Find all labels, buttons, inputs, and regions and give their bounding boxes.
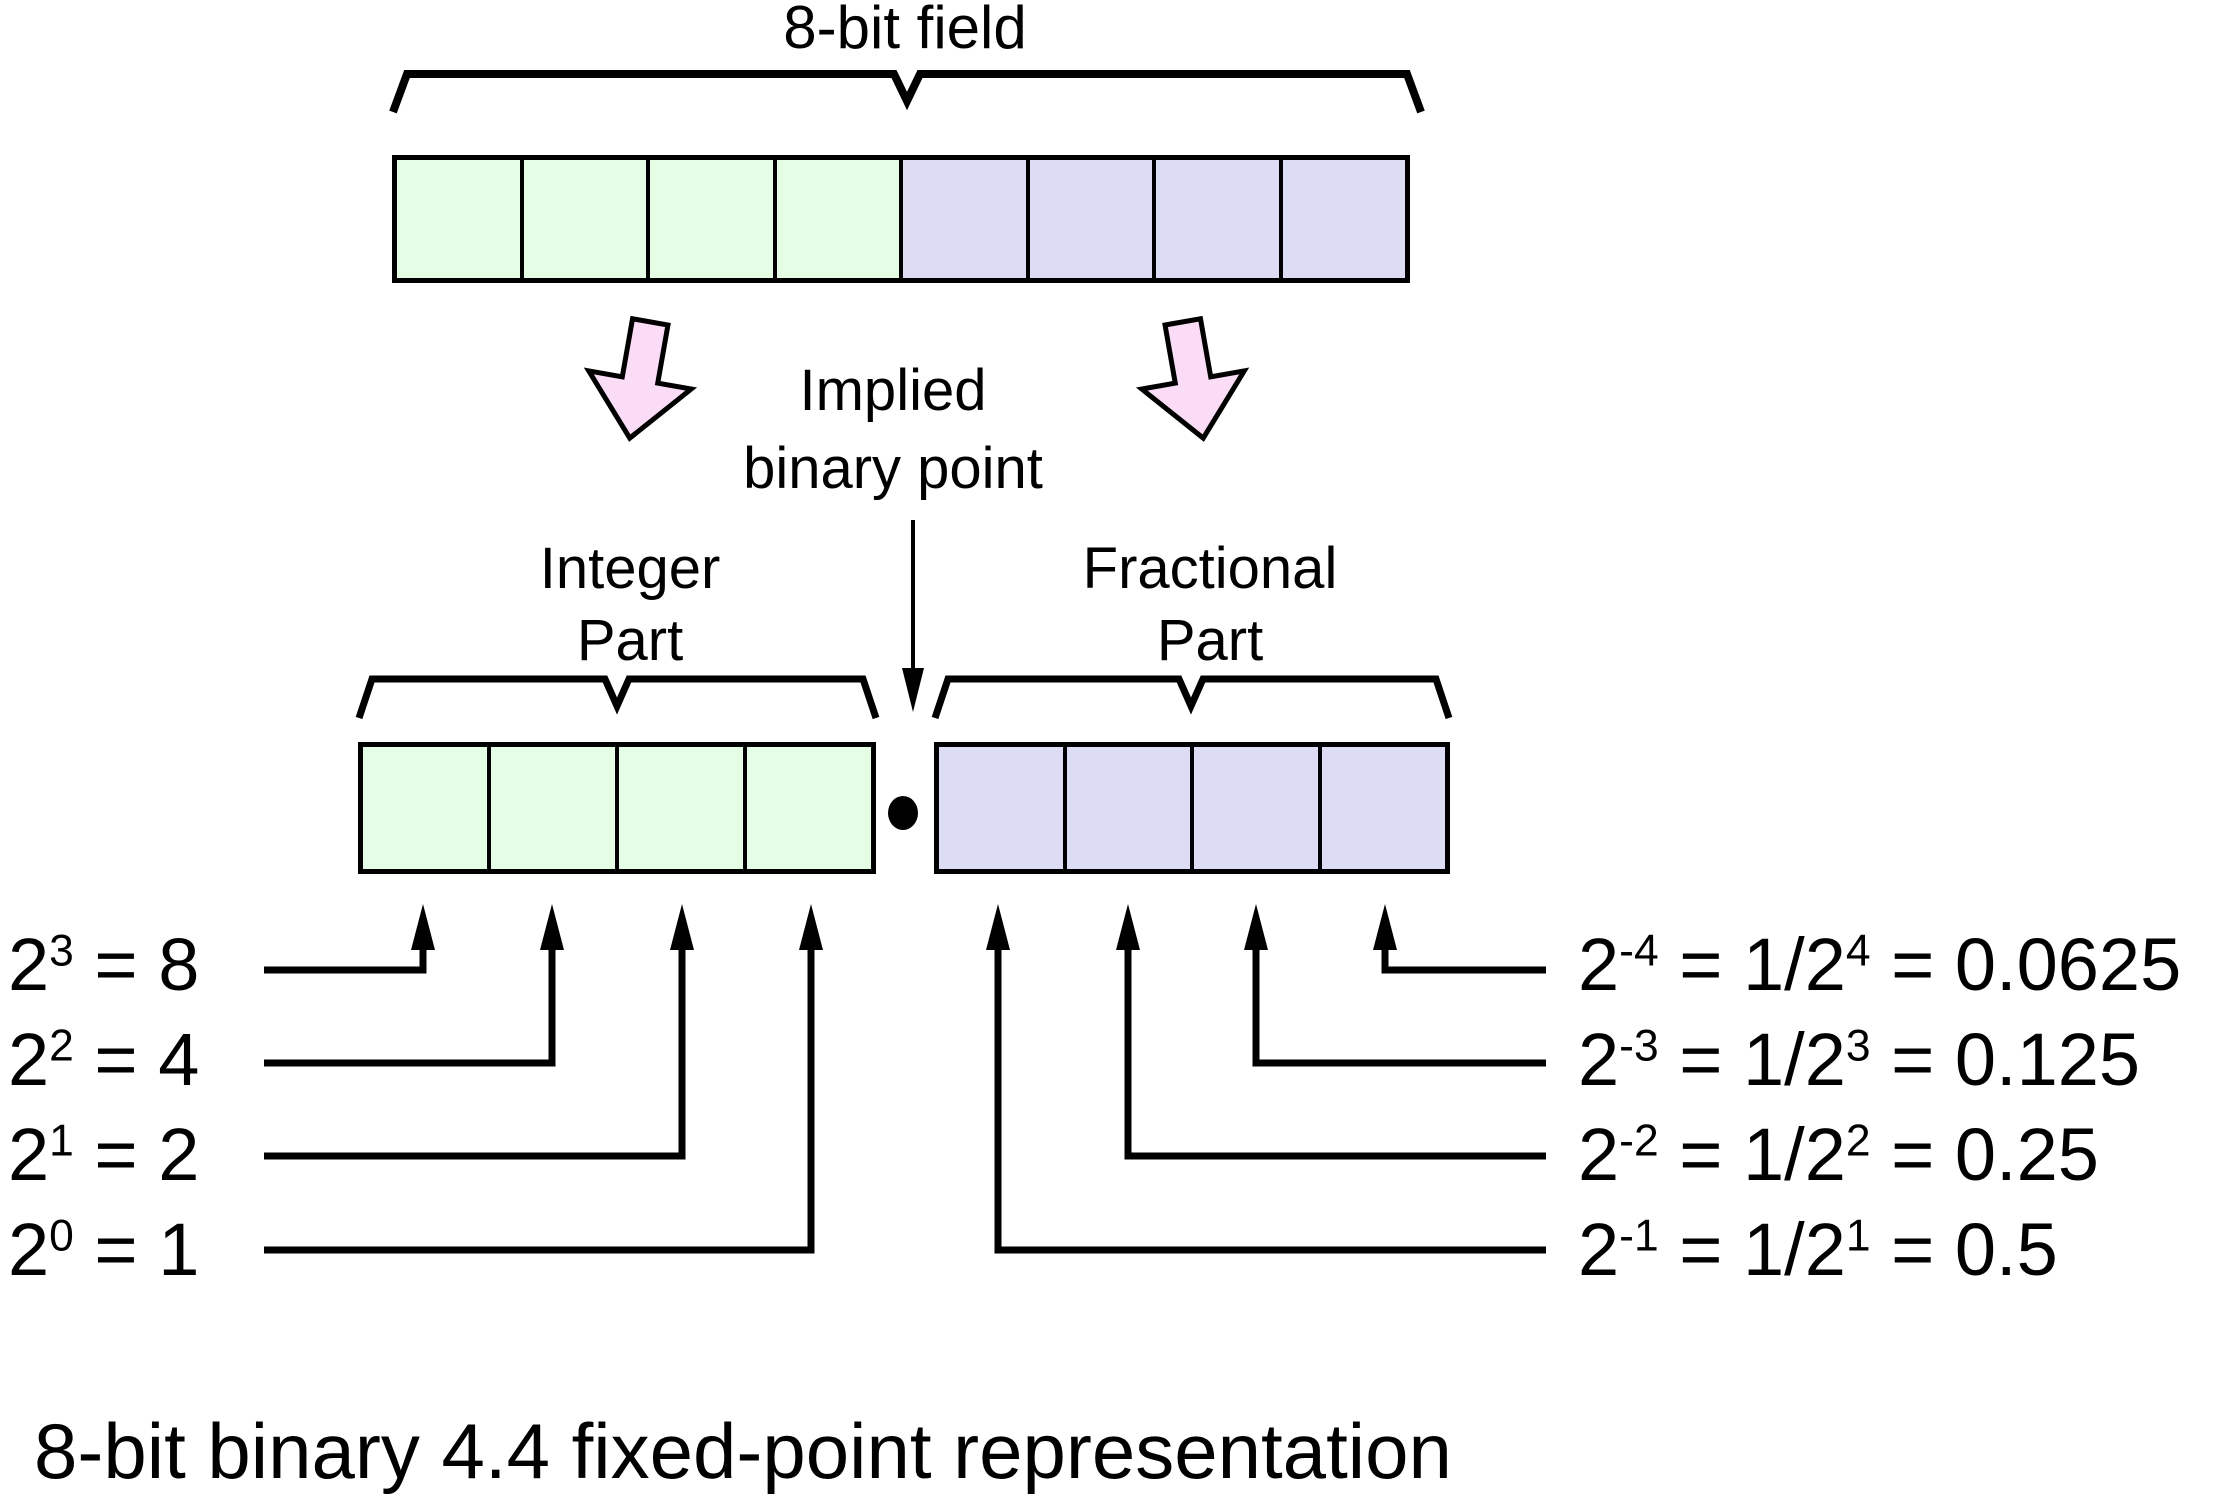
weight-base: 2: [1578, 1208, 1620, 1291]
weight-exponent: -4: [1619, 926, 1659, 976]
diagram-caption: 8-bit binary 4.4 fixed-point representat…: [34, 1407, 1452, 1495]
weight-exponent: 2: [49, 1021, 74, 1071]
weight-fraction: = 1/2: [1658, 923, 1846, 1006]
weight-value: = 2: [73, 1113, 200, 1196]
integer-part-label-line1: Integer: [539, 536, 721, 601]
arrowhead-icon: [411, 904, 435, 950]
connector-weight-2: [264, 950, 686, 1160]
implied-point-label-line1: Implied: [799, 358, 987, 423]
weight-value: = 1: [73, 1208, 200, 1291]
field-title: 8-bit field: [783, 0, 1027, 61]
bit-cell-fractional: [1062, 747, 1190, 869]
connector-weight-0.25: [1124, 950, 1546, 1160]
bit-cell-integer: [363, 747, 487, 869]
bit-cell-fractional: [1152, 160, 1279, 278]
arrowhead-icon: [540, 904, 564, 950]
fractional-weight-label-0.125: 2-3 = 1/23 = 0.125: [1578, 1023, 2140, 1097]
bit-cell-integer: [519, 160, 646, 278]
integer-connector-arrowheads: [411, 904, 823, 950]
bit-cell-integer: [743, 747, 871, 869]
arrowhead-icon: [799, 904, 823, 950]
integer-weight-connectors: [264, 950, 815, 1254]
weight-fraction: = 1/2: [1658, 1018, 1846, 1101]
pink-down-arrow-left-icon: [583, 315, 698, 442]
fractional-part-label-line2: Part: [1156, 608, 1264, 673]
weight-exponent: 3: [49, 926, 74, 976]
weight-value: = 0.25: [1870, 1113, 2099, 1196]
fractional-weight-connectors: [994, 950, 1546, 1254]
weight-exponent: 0: [49, 1211, 74, 1261]
arrowhead-icon: [670, 904, 694, 950]
fractional-weight-label-0.5: 2-1 = 1/21 = 0.5: [1578, 1213, 2058, 1287]
weight-value: = 4: [73, 1018, 200, 1101]
fractional-part-row: [934, 742, 1450, 874]
arrowhead-icon: [1116, 904, 1140, 950]
bit-cell-fractional: [1278, 160, 1405, 278]
arrowhead-icon: [1373, 904, 1397, 950]
weight-base: 2: [8, 923, 50, 1006]
weight-exponent: 1: [49, 1116, 74, 1166]
weight-value: = 0.125: [1870, 1018, 2141, 1101]
weight-base: 2: [1578, 1018, 1620, 1101]
weight-fraction: = 1/2: [1658, 1208, 1846, 1291]
bit-cell-integer: [397, 160, 520, 278]
weight-exponent: 2: [1845, 1116, 1871, 1166]
bit-cell-fractional: [1190, 747, 1318, 869]
top-brace: [389, 70, 1425, 114]
weight-exponent: -3: [1619, 1021, 1659, 1071]
bit-cell-integer: [615, 747, 743, 869]
bit-cell-fractional: [899, 160, 1026, 278]
integer-part-label-line2: Part: [576, 608, 684, 673]
integer-weight-label-8: 23 = 8: [8, 928, 199, 1002]
weight-value: = 0.5: [1870, 1208, 2058, 1291]
fractional-part-label-line1: Fractional: [1082, 536, 1338, 601]
arrowhead-icon: [1244, 904, 1268, 950]
implied-point-arrowhead-icon: [902, 668, 924, 712]
integer-part-brace: [355, 675, 880, 720]
weight-base: 2: [8, 1208, 50, 1291]
implied-point-label-line2: binary point: [743, 436, 1043, 501]
binary-point-dot: [888, 796, 918, 830]
weight-fraction: = 1/2: [1658, 1113, 1846, 1196]
integer-weight-label-2: 21 = 2: [8, 1118, 199, 1192]
fractional-part-brace: [931, 675, 1453, 720]
weight-value: = 8: [73, 923, 200, 1006]
fractional-weight-label-0.0625: 2-4 = 1/24 = 0.0625: [1578, 928, 2181, 1002]
weight-base: 2: [8, 1113, 50, 1196]
bit-cell-integer: [646, 160, 773, 278]
integer-part-row: [358, 742, 876, 874]
arrowhead-icon: [986, 904, 1010, 950]
connector-weight-0.125: [1252, 950, 1546, 1067]
integer-weight-label-1: 20 = 1: [8, 1213, 199, 1287]
connector-weight-8: [264, 950, 427, 974]
integer-weight-label-4: 22 = 4: [8, 1023, 199, 1097]
weight-exponent: 4: [1845, 926, 1871, 976]
weight-exponent: 3: [1845, 1021, 1871, 1071]
pink-down-arrow-right-icon: [1135, 315, 1250, 442]
bit-cell-integer: [772, 160, 899, 278]
weight-exponent: -2: [1619, 1116, 1659, 1166]
fractional-connector-arrowheads: [986, 904, 1397, 950]
weight-exponent: -1: [1619, 1211, 1659, 1261]
bit-cell-fractional: [1025, 160, 1152, 278]
bit-cell-fractional: [939, 747, 1063, 869]
bit-cell-fractional: [1317, 747, 1445, 869]
connector-weight-0.0625: [1381, 950, 1546, 974]
eight-bit-field-row: [392, 155, 1410, 283]
weight-base: 2: [1578, 1113, 1620, 1196]
connector-weight-1: [264, 950, 815, 1254]
weight-value: = 0.0625: [1870, 923, 2182, 1006]
weight-base: 2: [1578, 923, 1620, 1006]
bit-cell-integer: [487, 747, 615, 869]
connector-weight-0.5: [994, 950, 1546, 1254]
connector-weight-4: [264, 950, 556, 1067]
weight-exponent: 1: [1845, 1211, 1871, 1261]
fractional-weight-label-0.25: 2-2 = 1/22 = 0.25: [1578, 1118, 2099, 1192]
weight-base: 2: [8, 1018, 50, 1101]
